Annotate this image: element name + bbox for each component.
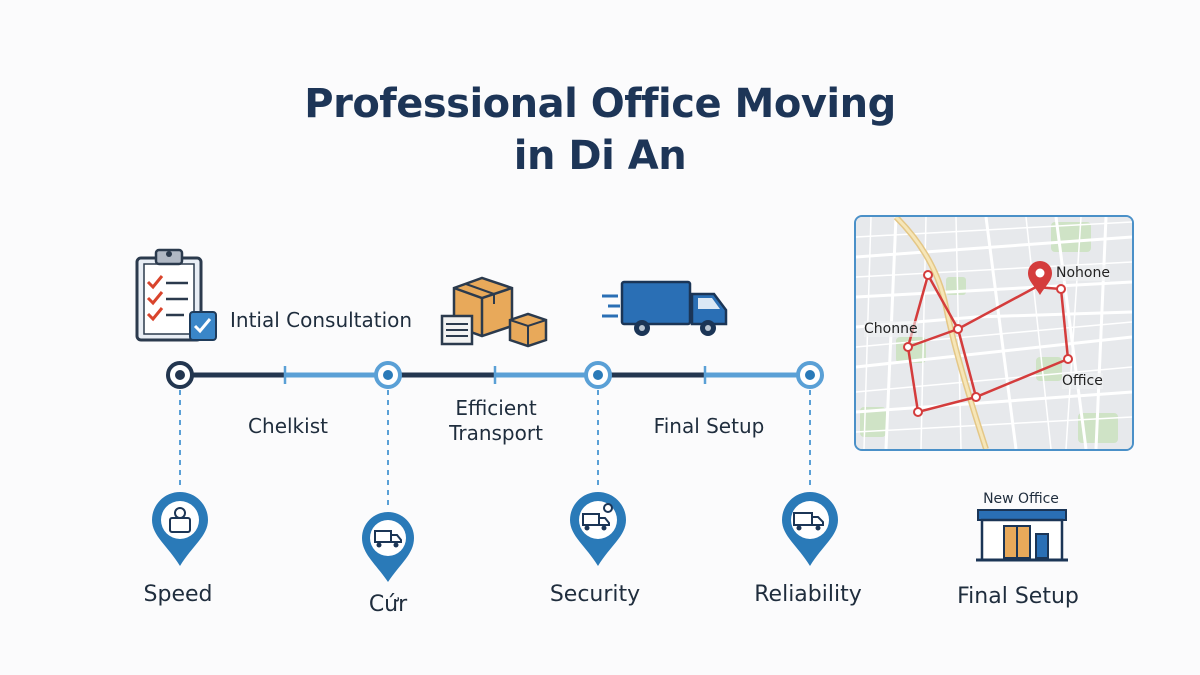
pin-label-speed: Speed	[143, 582, 213, 607]
map-location-pin-icon	[1028, 261, 1052, 295]
office-building-icon	[976, 509, 1068, 562]
pin-label-reliability: Reliability	[754, 582, 862, 607]
step-checklist: Chelkist	[248, 414, 328, 438]
boxes-icon	[440, 276, 548, 348]
route-map: Nohone Chonne Office	[854, 215, 1134, 451]
page-subtitle: in Di An	[513, 133, 687, 179]
reliability-pin-icon	[782, 492, 838, 566]
page-title: Professional Office Moving	[304, 81, 896, 127]
moving-truck-icon	[602, 280, 728, 336]
pin-label-cost: Cứr	[368, 592, 408, 617]
step-final-setup: Final Setup	[653, 414, 765, 438]
map-label-nohone: Nohone	[1056, 265, 1110, 281]
pin-label-security: Security	[549, 582, 641, 607]
step-efficient-transport: Efficient Transport	[449, 396, 543, 446]
map-label-office: Office	[1062, 373, 1103, 389]
new-office-sign: New Office	[983, 491, 1059, 507]
step-initial-consultation: Intial Consultation	[230, 308, 413, 332]
map-label-chonne: Chonne	[864, 321, 918, 337]
step-transport-line1: Efficient	[455, 396, 537, 420]
speed-pin-icon	[152, 492, 208, 566]
security-pin-icon	[570, 492, 626, 566]
new-office-final-setup: Final Setup	[957, 584, 1079, 609]
clipboard-checklist-icon	[135, 248, 217, 342]
step-transport-line2: Transport	[449, 421, 543, 445]
cost-truck-pin-icon	[362, 512, 414, 582]
